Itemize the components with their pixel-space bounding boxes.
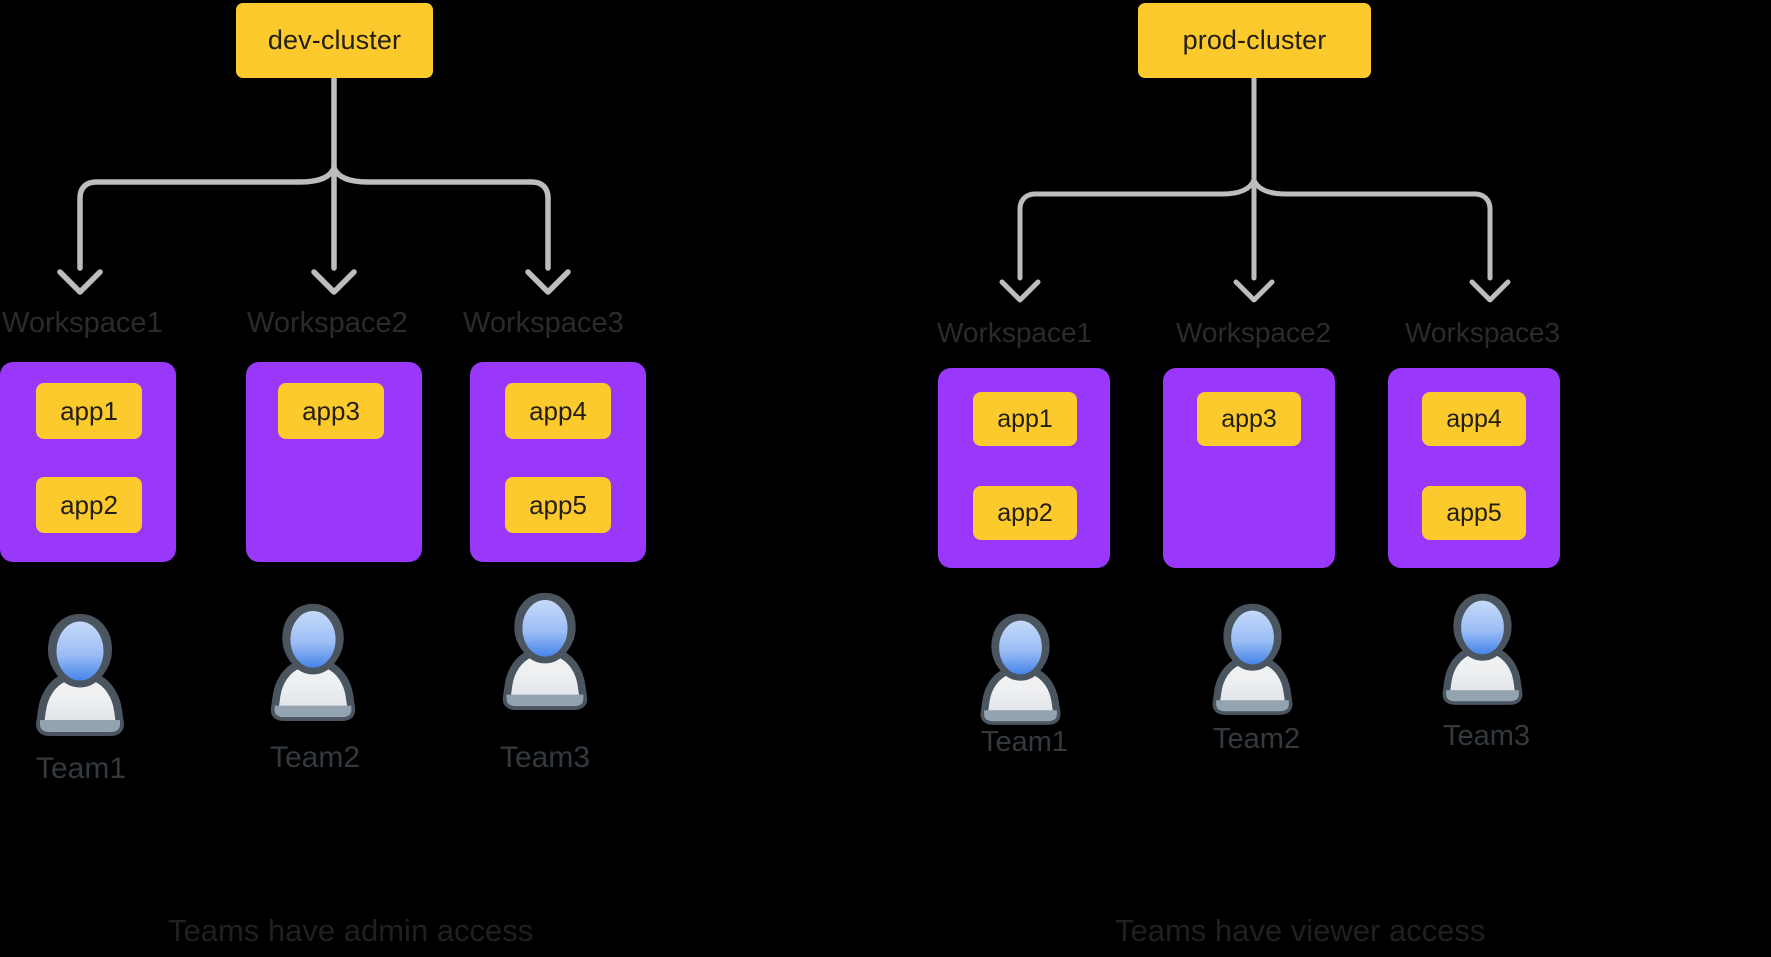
caption-dev: Teams have admin access xyxy=(168,913,534,948)
app-chip-label: app4 xyxy=(529,395,587,426)
cluster-label-dev: dev-cluster xyxy=(267,25,402,55)
app-chip-dev-ws1-app2[interactable]: app2 xyxy=(36,477,142,533)
app-chip-dev-ws3-app4[interactable]: app4 xyxy=(505,383,611,439)
app-chip-dev-ws3-app5[interactable]: app5 xyxy=(505,477,611,533)
app-chip-label: app2 xyxy=(60,489,118,520)
workspace-label-dev-2: Workspace2 xyxy=(247,307,408,339)
app-chip-label: app5 xyxy=(529,489,587,520)
cluster-box-prod[interactable]: prod-cluster xyxy=(1138,3,1371,78)
person-icon-dev-team1[interactable] xyxy=(30,610,130,736)
caption-prod: Teams have viewer access xyxy=(1115,913,1486,948)
app-chip-label: app3 xyxy=(1221,404,1277,433)
workspace-label-prod-2: Workspace2 xyxy=(1176,317,1332,348)
team-label-prod-1: Team1 xyxy=(981,726,1069,758)
app-chip-label: app4 xyxy=(1446,404,1502,433)
app-chip-label: app3 xyxy=(302,395,360,426)
person-icon-prod-team1[interactable] xyxy=(975,610,1066,725)
app-chip-label: app1 xyxy=(60,395,118,426)
team-label-dev-1: Team1 xyxy=(36,752,127,785)
cluster-box-dev[interactable]: dev-cluster xyxy=(236,3,433,78)
app-chip-label: app2 xyxy=(997,498,1053,527)
person-icon-dev-team2[interactable] xyxy=(265,600,361,721)
team-label-prod-2: Team2 xyxy=(1213,723,1301,755)
app-chip-prod-ws1-app2[interactable]: app2 xyxy=(973,486,1077,540)
cluster-label-prod: prod-cluster xyxy=(1182,25,1327,55)
person-icon-prod-team3[interactable] xyxy=(1437,590,1528,705)
team-label-dev-2: Team2 xyxy=(270,741,361,774)
app-chip-label: app5 xyxy=(1446,498,1502,527)
workspace-label-dev-1: Workspace1 xyxy=(2,307,163,339)
app-chip-prod-ws1-app1[interactable]: app1 xyxy=(973,392,1077,446)
team-label-dev-3: Team3 xyxy=(500,741,591,774)
app-chip-dev-ws1-app1[interactable]: app1 xyxy=(36,383,142,439)
workspace-label-prod-1: Workspace1 xyxy=(937,317,1093,348)
person-icon-prod-team2[interactable] xyxy=(1207,600,1298,715)
app-chip-label: app1 xyxy=(997,404,1053,433)
team-label-prod-3: Team3 xyxy=(1443,720,1531,752)
workspace-label-dev-3: Workspace3 xyxy=(463,307,624,339)
workspace-label-prod-3: Workspace3 xyxy=(1405,317,1561,348)
app-chip-dev-ws2-app3[interactable]: app3 xyxy=(278,383,384,439)
app-chip-prod-ws3-app5[interactable]: app5 xyxy=(1422,486,1526,540)
person-icon-dev-team3[interactable] xyxy=(497,589,593,710)
app-chip-prod-ws3-app4[interactable]: app4 xyxy=(1422,392,1526,446)
app-chip-prod-ws2-app3[interactable]: app3 xyxy=(1197,392,1301,446)
